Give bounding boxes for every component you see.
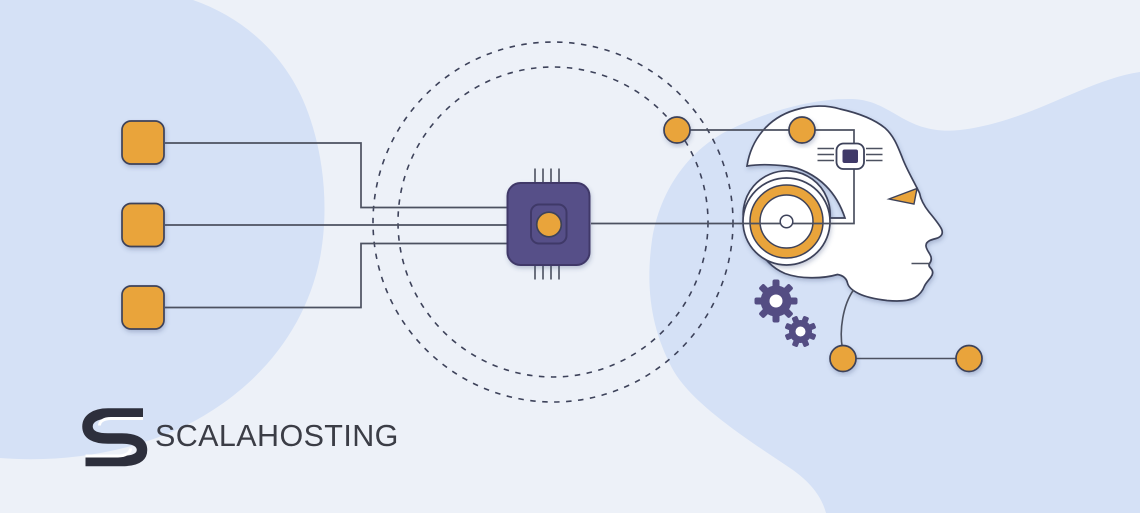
eye-triangle-icon	[886, 187, 918, 205]
neck-curve	[840, 289, 855, 350]
memory-chip-lines-left	[817, 147, 834, 162]
cpu-pins-top	[534, 168, 560, 183]
brand-logo-s	[82, 408, 148, 467]
node-dot-icon	[829, 344, 857, 373]
cpu-core-dot	[535, 211, 563, 238]
gear-icon	[754, 279, 798, 323]
wire-input-top	[165, 142, 507, 209]
gear-icon	[784, 315, 817, 348]
brand-wordmark: SCALAHOSTING	[155, 419, 399, 453]
wire-input-bottom	[165, 242, 507, 309]
node-dot-icon	[955, 344, 983, 373]
node-dot-icon	[663, 116, 691, 144]
input-node-icon	[121, 285, 165, 330]
brand-logo-icon	[82, 408, 148, 467]
ai-head-icon	[591, 105, 983, 373]
brand-logo-slit-bottom	[85, 448, 132, 458]
cpu-inner-frame	[530, 203, 568, 245]
orbit-ring-inner	[397, 66, 709, 378]
memory-chip-icon	[817, 142, 883, 170]
input-node-icon	[121, 120, 165, 165]
cpu-chip-icon	[506, 168, 591, 280]
brand-logo-slit-top	[98, 417, 143, 426]
ear-center-dot	[779, 214, 794, 229]
memory-chip-lines-right	[866, 147, 883, 162]
input-node-icon	[121, 202, 165, 248]
cpu-pins-bottom	[534, 265, 560, 280]
orbit-ring-outer	[372, 41, 734, 403]
node-dot-icon	[788, 116, 816, 144]
wire-head-circuit	[591, 129, 855, 225]
memory-chip-core	[842, 149, 858, 163]
